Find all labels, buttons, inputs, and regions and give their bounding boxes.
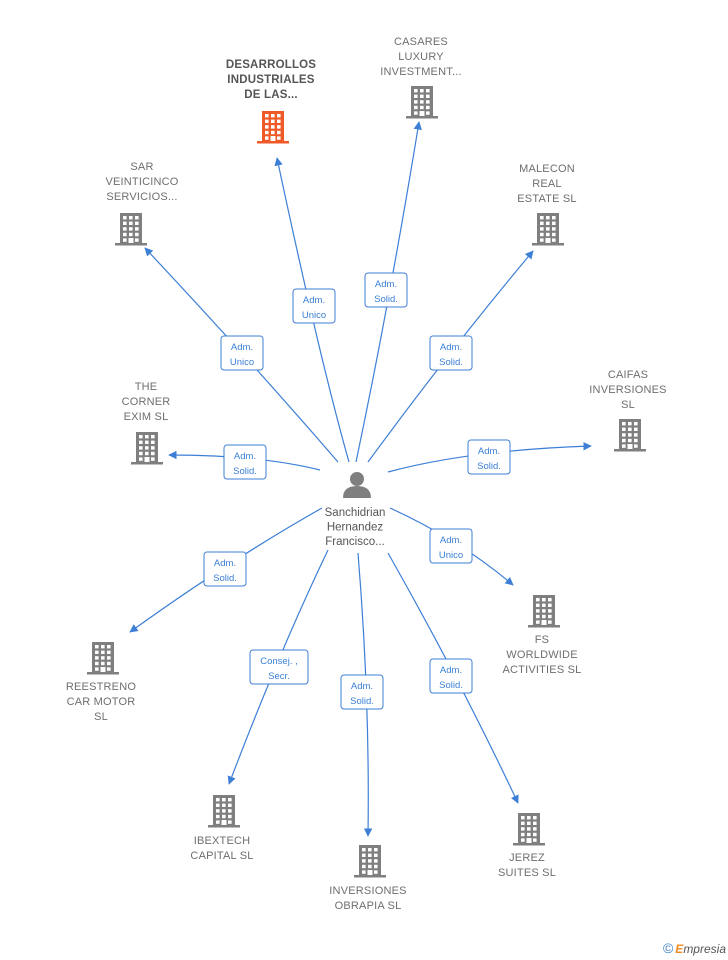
company-name-line[interactable]: SL [621,399,635,411]
company-name-line[interactable]: INVERSIONES [589,384,666,396]
center-person-node[interactable]: SanchidrianHernandezFrancisco... [325,472,386,548]
company-node-malecon[interactable]: MALECON REAL ESTATE SL [517,163,577,246]
company-name-line[interactable]: INVERSIONES [329,885,406,897]
relation-badge: Adm. Solid. [429,335,473,371]
company-name-line[interactable]: SUITES SL [498,867,556,879]
relation-text: Secr. [268,671,290,682]
company-name-line[interactable]: LUXURY [398,51,444,63]
company-name-line[interactable]: DESARROLLOS [226,59,316,71]
person-name-line[interactable]: Hernandez [327,522,384,534]
relation-text: Solid. [213,573,237,584]
person-name-line[interactable]: Sanchidrian [325,507,386,519]
company-name-line[interactable]: REAL [532,178,562,190]
company-name-line[interactable]: OBRAPIA SL [335,900,402,912]
relation-badge: Adm. Unico [429,528,473,564]
company-name-line[interactable]: CAIFAS [608,369,648,381]
building-icon[interactable] [614,419,646,452]
copyright-icon: © [662,940,674,956]
company-name-line[interactable]: ACTIVITIES SL [502,664,581,676]
company-name-line[interactable]: JEREZ [509,852,545,864]
relation-text: Adm. [234,451,256,462]
relation-text: Unico [439,550,463,561]
relation-badge: Adm. Solid. [340,674,384,710]
company-name-line[interactable]: ESTATE SL [517,193,576,205]
company-node-caifas[interactable]: CAIFAS INVERSIONES SL [589,369,666,452]
relation-text: Solid. [350,696,374,707]
relation-badge: Adm. Solid. [467,439,511,475]
company-name-line[interactable]: CAPITAL SL [190,850,253,862]
company-node-corner[interactable]: THE CORNER EXIM SL [122,381,171,465]
company-node-desarrollos[interactable]: DESARROLLOS INDUSTRIALES DE LAS... [226,59,316,144]
relation-text: Adm. [440,342,462,353]
relation-badge: Adm. Unico [292,288,336,324]
relation-text: Unico [230,357,254,368]
relation-text: Adm. [231,342,253,353]
company-node-jerez[interactable]: JEREZ SUITES SL [498,813,556,879]
company-name-line[interactable]: INDUSTRIALES [227,74,315,86]
relation-text: Consej. , [260,656,298,667]
brand-name: mpresia [683,942,726,956]
relation-text: Adm. [214,558,236,569]
building-icon[interactable] [406,86,438,119]
company-name-line[interactable]: VEINTICINCO [105,176,178,188]
relation-badge: Adm. Solid. [223,444,267,480]
relation-badge: Adm. Solid. [364,272,408,308]
relation-text: Solid. [233,466,257,477]
company-name-line[interactable]: SERVICIOS... [106,191,177,203]
building-icon[interactable] [513,813,545,846]
person-name-line[interactable]: Francisco... [325,536,384,548]
building-icon[interactable] [532,213,564,246]
company-node-sar[interactable]: SAR VEINTICINCO SERVICIOS... [105,161,179,246]
relation-badge: Adm. Solid. [429,658,473,694]
company-name-line[interactable]: THE [135,381,158,393]
company-name-line[interactable]: IBEXTECH [194,835,251,847]
building-icon[interactable] [87,642,119,675]
relation-text: Adm. [375,279,397,290]
company-name-line[interactable]: INVESTMENT... [380,66,461,78]
company-name-line[interactable]: DE LAS... [244,89,298,101]
relation-text: Adm. [351,681,373,692]
edge-desarrollos [274,157,350,463]
building-icon[interactable] [257,111,289,144]
company-name-line[interactable]: EXIM SL [124,411,169,423]
company-name-line[interactable]: CAR MOTOR [67,696,136,708]
company-name-line[interactable]: CASARES [394,36,448,48]
company-name-line[interactable]: SAR [130,161,153,173]
company-node-casares[interactable]: CASARES LUXURY INVESTMENT... [380,36,462,119]
company-node-ibextech[interactable]: IBEXTECH CAPITAL SL [190,795,253,862]
building-icon[interactable] [528,595,560,628]
brand-initial: E [675,942,684,956]
company-node-reestreno[interactable]: REESTRENO CAR MOTOR SL [66,642,136,723]
relation-text: Adm. [440,665,462,676]
company-name-line[interactable]: MALECON [519,163,575,175]
relation-text: Solid. [477,461,501,472]
relation-text: Solid. [374,294,398,305]
company-name-line[interactable]: REESTRENO [66,681,136,693]
relation-text: Solid. [439,680,463,691]
relation-badge: Adm. Solid. [203,551,247,587]
company-name-line[interactable]: WORLDWIDE [506,649,577,661]
relation-text: Adm. [303,295,325,306]
company-node-obrapia[interactable]: INVERSIONES OBRAPIA SL [329,845,406,912]
relation-badge: Consej. , Secr. [249,649,309,685]
company-name-line[interactable]: FS [535,634,549,646]
brand-watermark: ©Empresia [663,940,726,956]
company-name-line[interactable]: CORNER [122,396,171,408]
person-icon [343,472,371,498]
relation-text: Adm. [440,535,462,546]
building-icon[interactable] [354,845,386,878]
company-name-line[interactable]: SL [94,711,108,723]
relation-text: Unico [302,310,326,321]
relation-text: Solid. [439,357,463,368]
building-icon[interactable] [115,213,147,246]
relation-badge: Adm. Unico [220,335,264,371]
relation-text: Adm. [478,446,500,457]
company-node-fs[interactable]: FS WORLDWIDE ACTIVITIES SL [502,595,581,676]
building-icon[interactable] [131,432,163,465]
building-icon[interactable] [208,795,240,828]
